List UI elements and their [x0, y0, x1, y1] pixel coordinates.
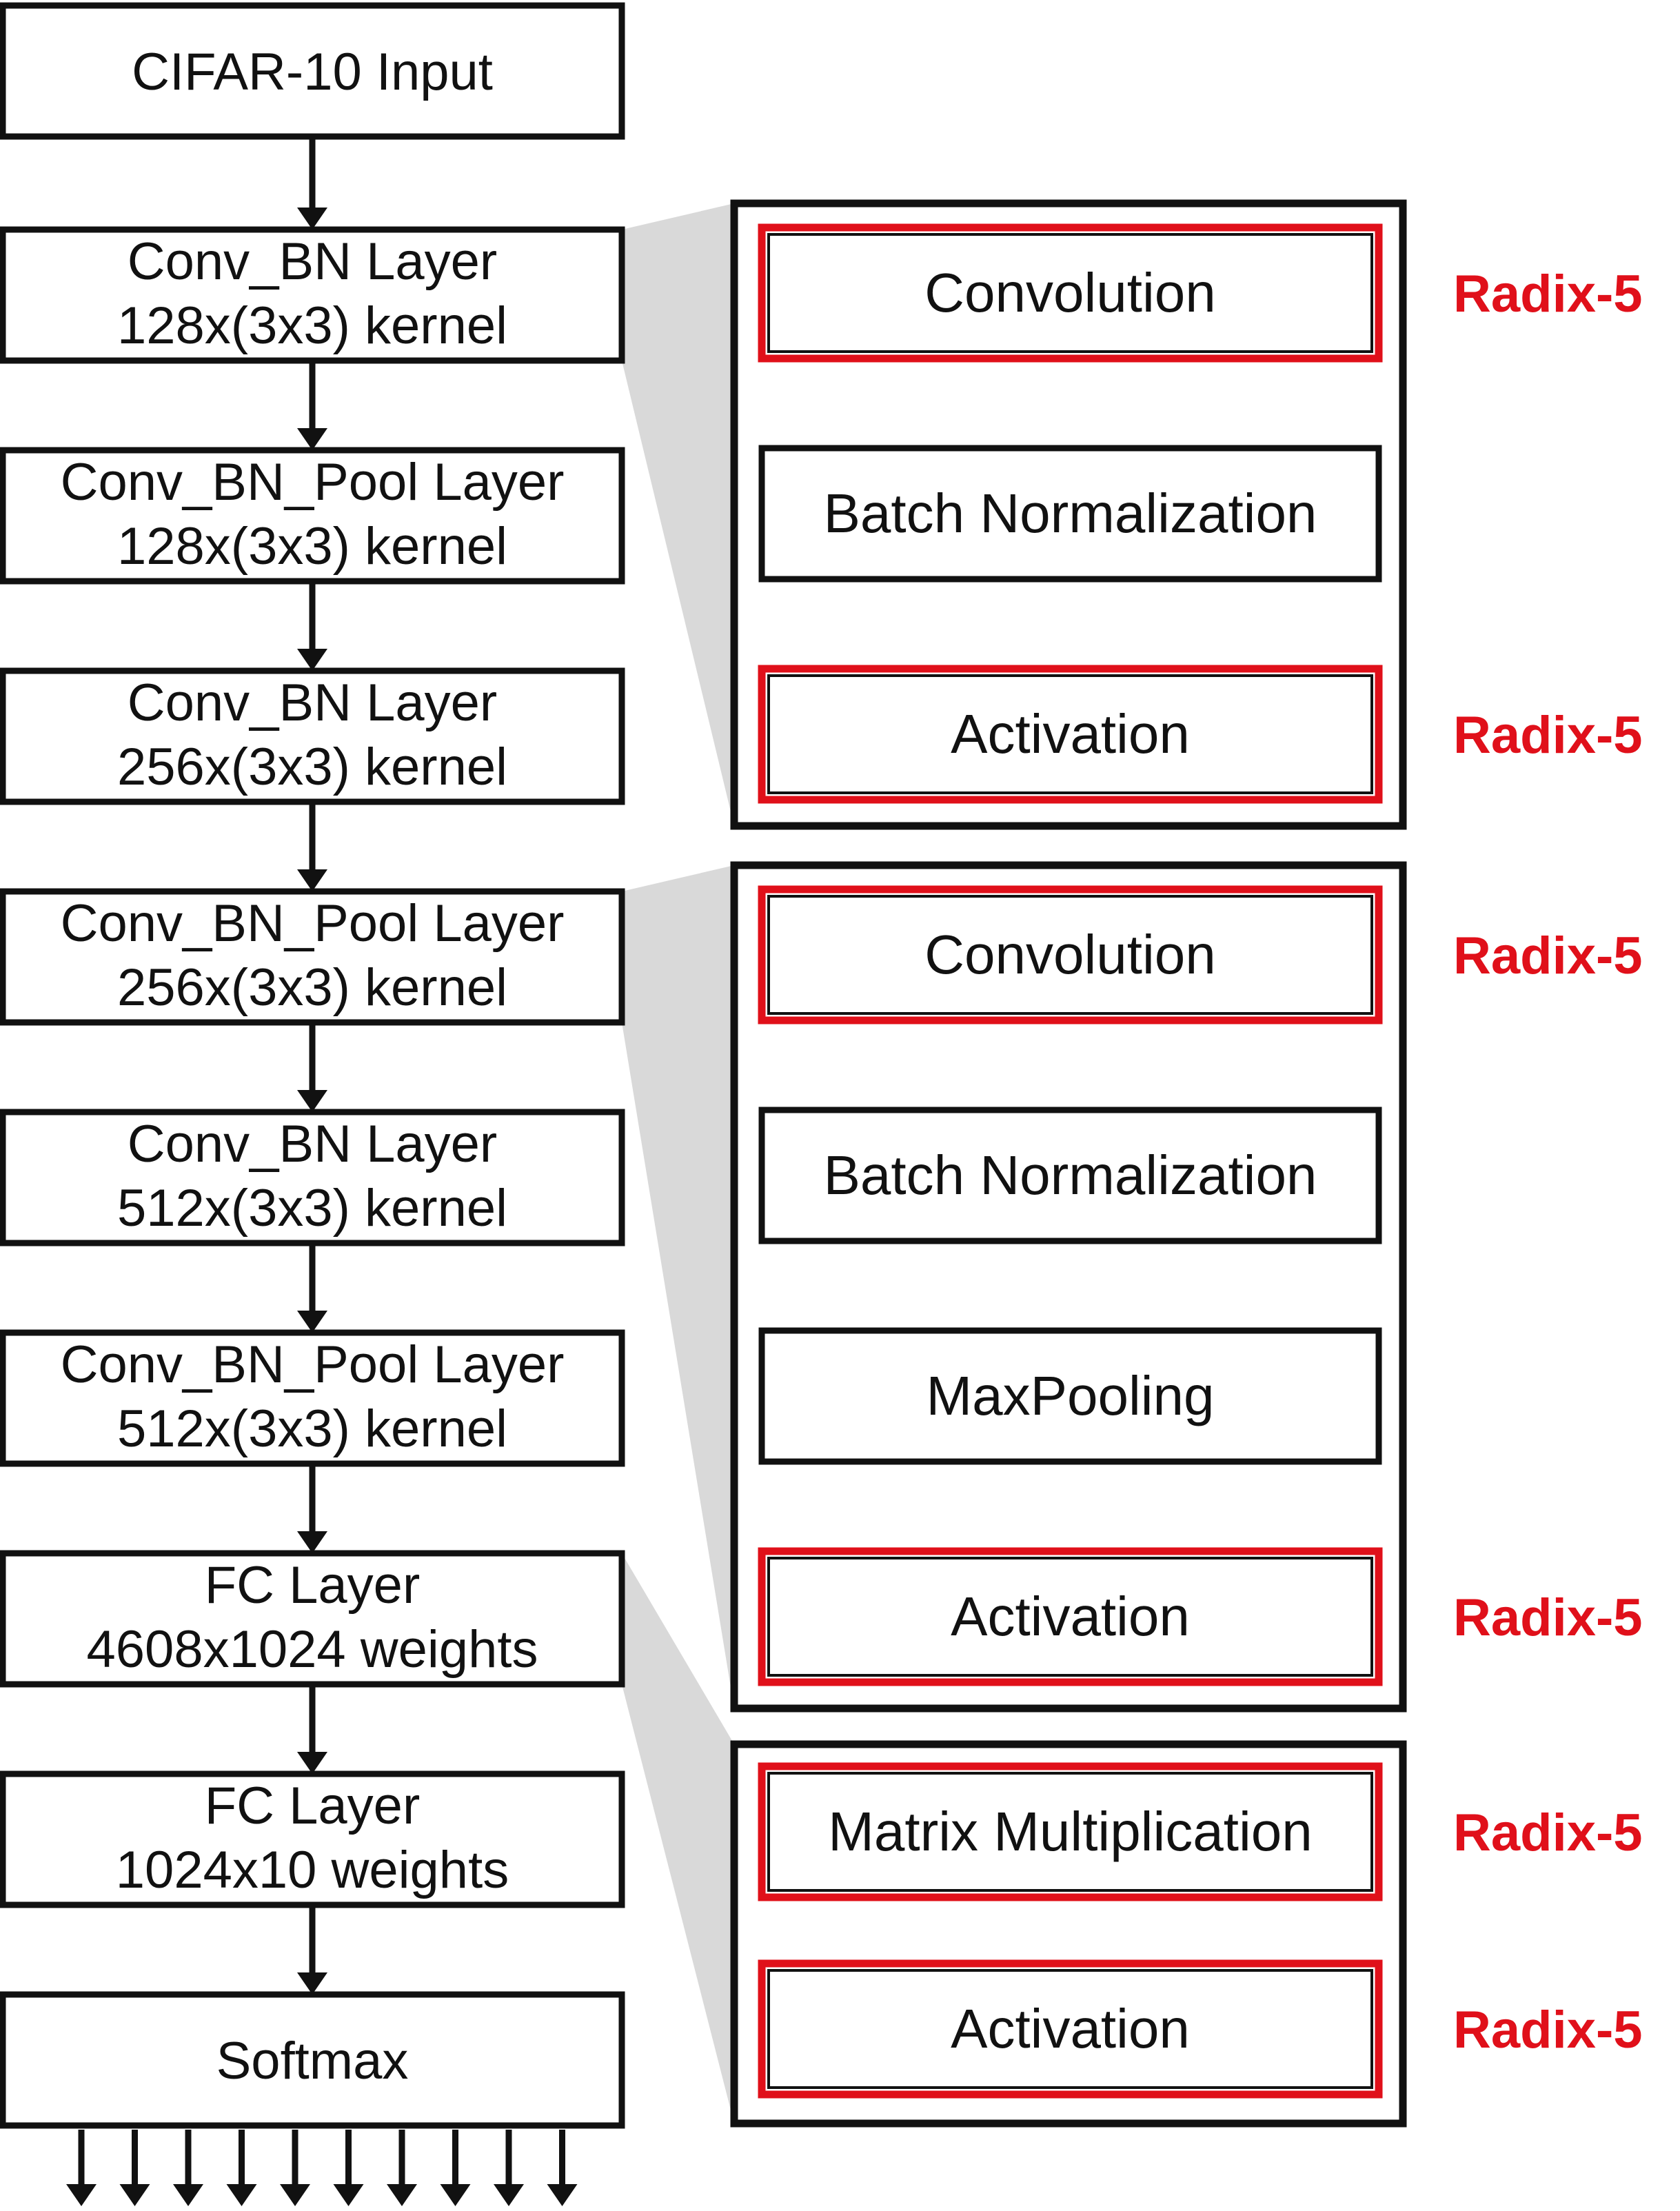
operation-label: Activation	[951, 1998, 1190, 2059]
operation-box: Activation Radix-5	[758, 665, 1643, 804]
operation-label: Activation	[951, 703, 1190, 765]
radix-label: Radix-5	[1453, 706, 1643, 765]
operation-label: Convolution	[924, 924, 1216, 985]
operation-box: Batch Normalization	[758, 1107, 1382, 1244]
radix-label: Radix-5	[1453, 927, 1643, 985]
layer-name: Conv_BN_Pool Layer	[61, 894, 565, 953]
radix-label: Radix-5	[1453, 265, 1643, 323]
layer-parameters: 1024x10 weights	[116, 1841, 509, 1899]
operation-box: Activation Radix-5	[758, 1959, 1643, 2099]
layer-name: CIFAR-10 Input	[132, 43, 493, 101]
layer-parameters: 256x(3x3) kernel	[117, 958, 507, 1017]
radix-label: Radix-5	[1453, 1804, 1643, 1862]
layer-name: Conv_BN Layer	[128, 1115, 498, 1173]
flow-arrow	[297, 1022, 327, 1112]
layer-name: Softmax	[216, 2032, 409, 2090]
zoom-connector	[622, 203, 734, 826]
output-arrow	[440, 2130, 471, 2206]
flow-arrow	[297, 1684, 327, 1774]
operation-label: Activation	[951, 1586, 1190, 1647]
operation-box: Matrix Multiplication Radix-5	[758, 1762, 1643, 1901]
flow-arrow	[297, 581, 327, 671]
output-arrow	[494, 2130, 524, 2206]
layer-name: FC Layer	[205, 1556, 421, 1615]
operation-label: Batch Normalization	[824, 483, 1317, 544]
operation-box: MaxPooling	[758, 1327, 1382, 1465]
radix-label: Radix-5	[1453, 1588, 1643, 1647]
layer-name: FC Layer	[205, 1777, 421, 1835]
output-arrow	[226, 2130, 257, 2206]
layer-box: FC Layer 1024x10 weights	[0, 1770, 625, 1908]
layer-box: Conv_BN Layer 512x(3x3) kernel	[0, 1109, 625, 1246]
flow-arrow	[297, 1464, 327, 1553]
output-arrow	[66, 2130, 97, 2206]
output-arrows	[66, 2130, 578, 2206]
zoom-connector	[622, 1553, 734, 2123]
operation-label: MaxPooling	[926, 1365, 1214, 1426]
layer-name: Conv_BN_Pool Layer	[61, 453, 565, 512]
output-arrow	[173, 2130, 203, 2206]
layer-box: Conv_BN Layer 256x(3x3) kernel	[0, 667, 625, 805]
layer-parameters: 512x(3x3) kernel	[117, 1179, 507, 1238]
flow-arrow	[297, 137, 327, 230]
layer-name: Conv_BN Layer	[128, 674, 498, 732]
radix-label: Radix-5	[1453, 2001, 1643, 2059]
layer-box: Conv_BN_Pool Layer 512x(3x3) kernel	[0, 1329, 625, 1467]
layer-name: Conv_BN Layer	[128, 232, 498, 291]
operation-box: Convolution Radix-5	[758, 223, 1643, 363]
layer-parameters: 128x(3x3) kernel	[117, 517, 507, 576]
operation-label: Batch Normalization	[824, 1144, 1317, 1206]
operation-label: Matrix Multiplication	[828, 1801, 1312, 1862]
operation-box: Batch Normalization	[758, 445, 1382, 583]
layer-box: CIFAR-10 Input	[0, 2, 625, 140]
output-arrow	[280, 2130, 310, 2206]
flow-arrow	[297, 802, 327, 891]
output-arrow	[119, 2130, 150, 2206]
layer-parameters: 256x(3x3) kernel	[117, 738, 507, 796]
flow-arrow	[297, 1905, 327, 1995]
operation-box: Activation Radix-5	[758, 1547, 1643, 1686]
zoom-shading-layer	[622, 203, 734, 2123]
layer-parameters: 4608x1024 weights	[87, 1620, 538, 1679]
flow-arrow	[297, 361, 327, 450]
layer-name: Conv_BN_Pool Layer	[61, 1335, 565, 1394]
flow-arrow	[297, 1243, 327, 1333]
operation-box: Convolution Radix-5	[758, 885, 1643, 1024]
operation-label: Convolution	[924, 262, 1216, 323]
layer-parameters: 512x(3x3) kernel	[117, 1400, 507, 1458]
flow-arrows	[297, 137, 327, 1995]
output-arrow	[387, 2130, 417, 2206]
output-arrow	[547, 2130, 578, 2206]
zoom-connector	[622, 865, 734, 1708]
output-arrow	[333, 2130, 364, 2206]
layer-box: Softmax	[0, 1991, 625, 2129]
layer-parameters: 128x(3x3) kernel	[117, 296, 507, 355]
